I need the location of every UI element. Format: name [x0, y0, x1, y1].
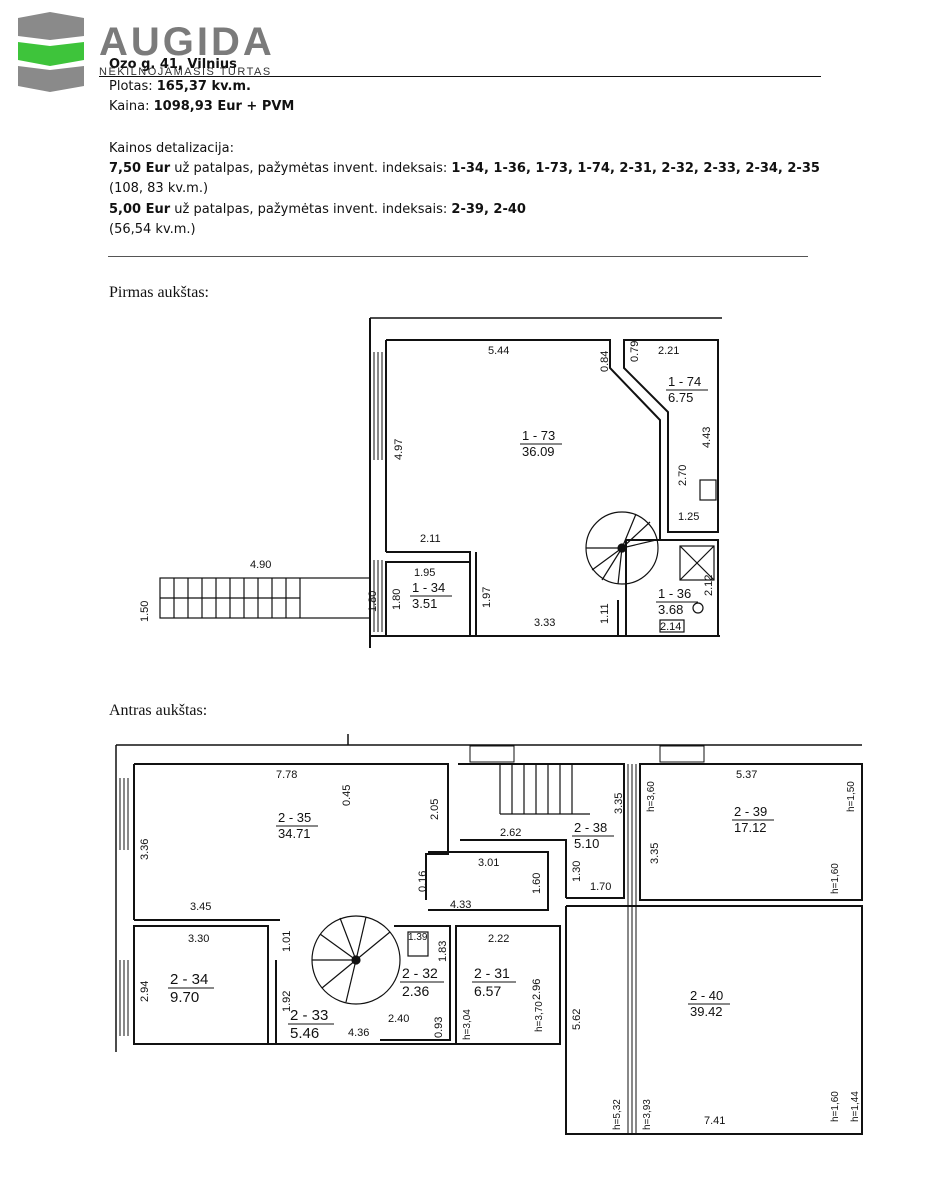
floor2-dim: h=3,04	[462, 1009, 473, 1040]
floor2-title: Antras aukštas:	[109, 702, 208, 719]
floor1-dim: 1.80	[367, 591, 379, 612]
room-id: 2 - 34	[170, 971, 208, 988]
room-id: 2 - 33	[290, 1007, 328, 1024]
room-area: 17.12	[734, 820, 767, 835]
floor2-dim: h=1,44	[850, 1091, 861, 1122]
room-area: 3.68	[658, 602, 683, 617]
details-heading: Kainos detalizacija:	[109, 141, 235, 156]
address: Ozo g. 41, Vilnius	[109, 57, 237, 72]
floor2-dim: 3.45	[190, 901, 211, 913]
price-detail-1-area: (108, 83 kv.m.)	[109, 181, 209, 196]
floor2-dim: 3.01	[478, 857, 499, 869]
room-id: 1 - 73	[522, 428, 555, 443]
floor2-dim: 2.96	[531, 979, 543, 1000]
floor1-dim: 1.97	[481, 587, 493, 608]
floor2-dim: 1.92	[281, 991, 293, 1012]
augida-logo-icon	[18, 12, 84, 92]
floor2-dim: 0.16	[417, 871, 429, 892]
price-line: Kaina: 1098,93 Eur + PVM	[109, 99, 295, 114]
floor2-dim: 5.62	[571, 1009, 583, 1030]
floor1-dim: 1.80	[391, 589, 403, 610]
header-divider	[99, 76, 821, 77]
floor2-dim: 3.35	[613, 793, 625, 814]
floor2-dim: h=3,70	[534, 1001, 545, 1032]
room-area: 5.46	[290, 1025, 319, 1042]
floor1-dim: 1.11	[599, 603, 611, 624]
floor1-dim: 4.43	[701, 427, 713, 448]
brand-name: AUGIDA	[99, 20, 275, 64]
floor2-dim: 1.01	[281, 931, 293, 952]
floor1-dim: 3.33	[534, 617, 555, 629]
floor2-dim: h=3,93	[642, 1099, 653, 1130]
floor2-dim: 4.33	[450, 899, 471, 911]
floor2-dim: 0.45	[341, 785, 353, 806]
floor2-dim: 2.22	[488, 933, 509, 945]
area-line: Plotas: 165,37 kv.m.	[109, 79, 251, 94]
floor1-dim: 0.79	[629, 341, 641, 362]
room-area: 34.71	[278, 826, 311, 841]
room-area: 6.75	[668, 390, 693, 405]
brand-subtitle: NEKILNOJAMASIS TURTAS	[99, 66, 272, 78]
floor1-title: Pirmas aukštas:	[109, 284, 209, 301]
floor1-dim: 0.84	[599, 351, 611, 372]
room-area: 3.51	[412, 596, 437, 611]
room-area: 2.36	[402, 983, 429, 999]
room-id: 2 - 32	[402, 965, 438, 981]
floor2-dim: 2.40	[388, 1013, 409, 1025]
floor1-dim: 4.90	[250, 559, 271, 571]
room-id: 2 - 31	[474, 965, 510, 981]
floor2-dim: 3.30	[188, 933, 209, 945]
floor2-dim: 1.39	[408, 932, 428, 943]
floor2-dim: 1.30	[571, 861, 583, 882]
floor2-dim: 0.93	[433, 1017, 445, 1038]
floor2-dim: 5.37	[736, 769, 757, 781]
room-id: 2 - 35	[278, 810, 311, 825]
price-detail-1: 7,50 Eur už patalpas, pažymėtas invent. …	[109, 161, 820, 176]
price-detail-2: 5,00 Eur už patalpas, pažymėtas invent. …	[109, 202, 526, 217]
floor2-dim: 7.78	[276, 769, 297, 781]
floor1-dim: 1.95	[414, 567, 435, 579]
floor1-dim: 2.70	[677, 465, 689, 486]
floor2-dim: h=3,60	[646, 781, 657, 812]
floor2-dim: h=1,60	[830, 863, 841, 894]
floor1-dim: 4.97	[393, 439, 405, 460]
floor2-dim: h=1,50	[846, 781, 857, 812]
floor2-dim: h=5,32	[612, 1099, 623, 1130]
floor1-dim: 2.14	[660, 621, 681, 633]
floor2-dim: 2.62	[500, 827, 521, 839]
floor1-dim: 2.11	[420, 533, 441, 545]
room-area: 9.70	[170, 989, 199, 1006]
floor2-dim: 1.83	[437, 941, 449, 962]
floor2-dim: h=1,60	[830, 1091, 841, 1122]
section-divider	[108, 256, 808, 257]
price-detail-2-area: (56,54 kv.m.)	[109, 222, 196, 237]
floor2-dim: 2.05	[429, 799, 441, 820]
room-area: 6.57	[474, 983, 501, 999]
room-id: 1 - 74	[668, 374, 701, 389]
floor2-dim: 1.60	[531, 873, 543, 894]
room-area: 39.42	[690, 1004, 723, 1019]
floor1-dim: 1.25	[678, 511, 699, 523]
floor2-dim: 1.70	[590, 881, 611, 893]
floor1-dim: 1.50	[139, 601, 151, 622]
floor2-dim: 3.35	[649, 843, 661, 864]
room-id: 1 - 34	[412, 580, 445, 595]
floor2-dim: 2.94	[139, 981, 151, 1002]
room-area: 36.09	[522, 444, 555, 459]
floor1-dim: 5.44	[488, 345, 509, 357]
floor2-dim: 4.36	[348, 1027, 369, 1039]
floor2-dim: 3.36	[139, 839, 151, 860]
floor1-dim: 2.12	[703, 575, 715, 596]
room-id: 2 - 38	[574, 820, 607, 835]
room-id: 2 - 40	[690, 988, 723, 1003]
room-id: 1 - 36	[658, 586, 691, 601]
floor2-dim: 7.41	[704, 1115, 725, 1127]
room-id: 2 - 39	[734, 804, 767, 819]
room-area: 5.10	[574, 836, 599, 851]
floor1-dim: 2.21	[658, 345, 679, 357]
